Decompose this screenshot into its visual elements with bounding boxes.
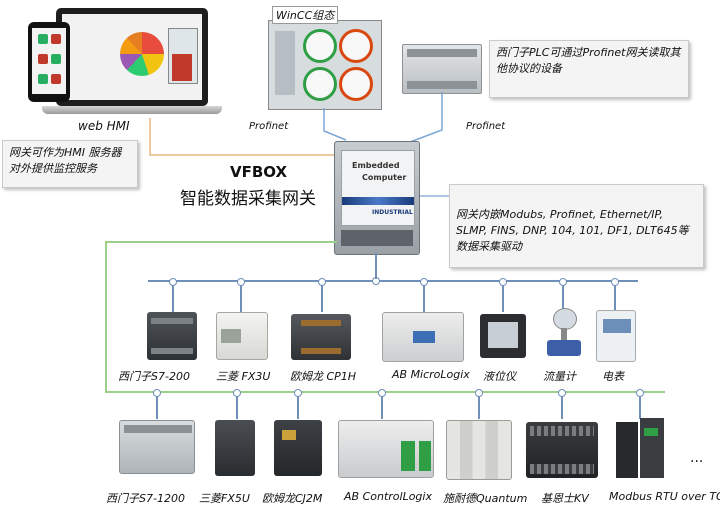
wincc-label: WinCC组态 [272,6,339,24]
label-flowmeter: 流量计 [543,370,576,383]
note-protocols: 网关内嵌Modubs, Profinet, Ethernet/IP, SLMP,… [449,184,704,268]
bus1-node-power-meter [611,278,619,286]
tank-level [172,54,192,81]
bus2-connector-quantum [478,393,480,419]
label-fx3u: 三菱 FX3U [216,370,271,383]
bus1-connector-fx3u [240,282,242,312]
siemens-plc-top [402,44,482,94]
bus2-node-s7-1200 [153,389,161,397]
control-strip [275,31,295,95]
gauge-2 [339,29,373,63]
device-s7-200 [147,312,197,360]
hmi-display [62,14,202,100]
bus2-connector-s7-1200 [156,393,158,419]
bus1-node-cp1h [318,278,326,286]
device-level-meter [480,314,526,358]
gateway-front-line2: Computer [362,173,407,182]
wincc-panel [268,20,382,110]
bus1-connector-level-meter [502,282,504,312]
bus1-connector-s7-200 [172,282,174,312]
bus2-connector-controllogix [381,393,383,419]
profinet-right-label: Profinet [466,121,506,132]
bus1-connector-flowmeter [562,282,564,312]
device-kv [526,422,598,478]
label-level-meter: 液位仪 [483,370,516,383]
bus2-connector-modbus-tcp [639,393,641,419]
bus1-node-fx3u [237,278,245,286]
gauge-1 [303,29,337,63]
laptop-screen [56,8,208,106]
bus1-connector-cp1h [321,282,323,312]
line-wincc [323,108,347,141]
device-flowmeter [547,308,581,360]
bus2-node-fx5u [233,389,241,397]
bus2-connector-fx5u [236,393,238,419]
device-quantum [446,420,512,480]
label-power-meter: 电表 [602,370,624,383]
gauge-3 [303,67,337,101]
device-s7-1200 [119,420,195,474]
label-kv: 基恩士KV [541,492,589,505]
label-modbus-tcp: Modbus RTU over TCP [609,490,720,503]
gateway-badge: INDUSTRIAL [372,209,413,216]
label-cj2m: 欧姆龙CJ2M [262,492,323,505]
feeder-vertical [105,241,107,391]
gauge-4 [339,67,373,101]
bus2-node-quantum [475,389,483,397]
device-modbus-tcp [616,418,666,480]
device-controllogix [338,420,434,478]
label-controllogix: AB ControlLogix [344,490,432,503]
device-cj2m [274,420,322,476]
bus1-node-flowmeter [559,278,567,286]
bus1-node-s7-200 [169,278,177,286]
bus1-line [148,280,638,282]
line-siemens [409,92,443,143]
gateway-stripe [342,197,414,205]
ellipsis: ... [690,450,704,466]
gateway-device: Embedded Computer INDUSTRIAL [334,141,420,255]
gateway-front: Embedded Computer INDUSTRIAL [341,150,415,226]
label-cp1h: 欧姆龙 CP1H [290,370,357,383]
device-fx3u [216,312,268,360]
web-hmi-device [28,6,222,118]
label-s7-1200: 西门子S7-1200 [106,492,185,505]
bus2-node-controllogix [378,389,386,397]
device-micrologix [382,312,464,362]
note-hmi: 网关可作为HMI 服务器对外提供监控服务 [2,140,138,188]
bus2-connector-kv [561,393,563,419]
bus2-connector-cj2m [297,393,299,419]
bus2-node-cj2m [294,389,302,397]
bus1-node-level-meter [499,278,507,286]
bus2-node-kv [558,389,566,397]
gateway-front-line1: Embedded [352,161,400,170]
profinet-left-label: Profinet [249,121,289,132]
device-fx5u [215,420,255,476]
gateway-to-bus1 [375,253,377,279]
web-hmi-label: web HMI [78,119,130,133]
device-cp1h [291,314,351,360]
gateway-subtitle: 智能数据采集网关 [180,189,316,209]
laptop-base [42,106,222,114]
device-power-meter [596,310,636,362]
bus1-connector-power-meter [614,282,616,312]
bus2-node-modbus-tcp [636,389,644,397]
bus1-node-micrologix [420,278,428,286]
phone-device [28,22,70,102]
bus1-connector-micrologix [423,282,425,312]
line-hmi [149,118,336,156]
label-micrologix: AB MicroLogix [392,368,470,381]
note-siemens: 西门子PLC可通过Profinet网关读取其他协议的设备 [489,40,689,98]
gateway-name: VFBOX [230,163,288,181]
label-quantum: 施耐德Quantum [443,492,528,505]
feeder-horizontal [105,241,337,243]
label-fx5u: 三菱FX5U [199,492,250,505]
label-s7-200: 西门子S7-200 [118,370,190,383]
pie-widget [120,32,164,76]
gateway-ports [341,230,413,246]
